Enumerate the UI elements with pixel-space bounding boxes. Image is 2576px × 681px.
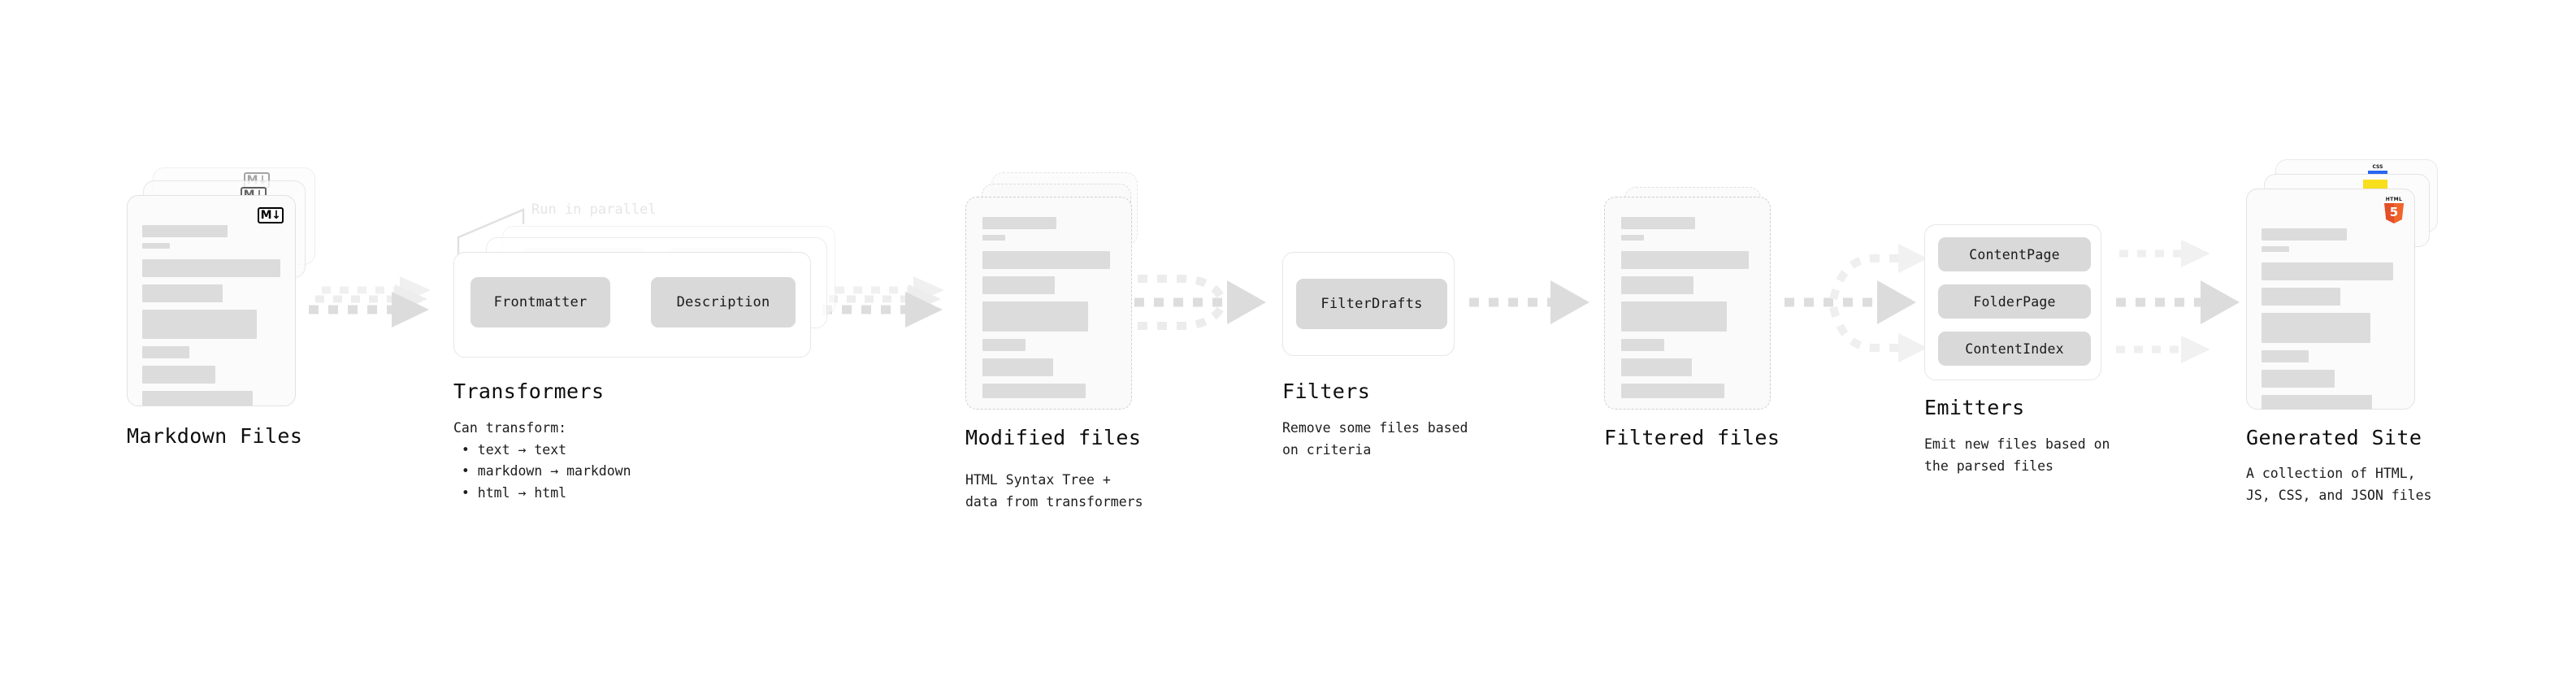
stage-desc-generated-site: A collection of HTML, JS, CSS, and JSON … — [2246, 466, 2432, 503]
transformer-box-front: Frontmatter Description — [453, 252, 811, 358]
stage-title-generated-site: Generated Site — [2246, 426, 2422, 449]
html5-icon-shield: 5 — [2384, 203, 2404, 223]
transformer-chip-description[interactable]: Description — [651, 277, 796, 327]
connector-filtered-to-emitters — [1785, 244, 1928, 362]
connector-transformers-to-modified — [822, 276, 944, 327]
css-icon: CSS — [2367, 165, 2388, 176]
emitter-chip-contentpage[interactable]: ContentPage — [1938, 237, 2091, 271]
stage-desc-transformers: Can transform: • text → text • markdown … — [453, 420, 631, 501]
html5-icon-label: HTML — [2385, 197, 2403, 202]
css-icon-bar — [2368, 171, 2387, 174]
stage-title-transformers: Transformers — [453, 380, 605, 403]
connector-filters-to-filtered — [1469, 280, 1589, 324]
filters-box: FilterDrafts — [1282, 252, 1455, 356]
stage-title-modified-files: Modified files — [965, 426, 1142, 449]
stage-desc-filters: Remove some files based on criteria — [1282, 420, 1468, 458]
modified-file-card-front — [965, 197, 1132, 410]
filtered-file-card-front — [1604, 197, 1771, 410]
css-icon-label: CSS — [2372, 164, 2383, 170]
html5-icon: HTML 5 — [2383, 197, 2405, 223]
html5-icon-number: 5 — [2389, 204, 2399, 219]
markdown-icon: M↓ — [258, 207, 284, 223]
file-placeholder-lines — [982, 217, 1117, 398]
parallel-bracket — [457, 208, 525, 255]
file-placeholder-lines — [1621, 217, 1755, 398]
connector-modified-to-filters — [1134, 275, 1266, 330]
run-in-parallel-label: Run in parallel — [531, 202, 657, 218]
transformer-chip-frontmatter[interactable]: Frontmatter — [471, 277, 610, 327]
file-placeholder-lines — [142, 225, 280, 406]
stage-title-emitters: Emitters — [1924, 396, 2025, 419]
stage-desc-emitters: Emit new files based on the parsed files — [1924, 436, 2110, 474]
markdown-file-card-front: M↓ — [127, 195, 296, 406]
stage-title-filtered-files: Filtered files — [1604, 426, 1780, 449]
file-placeholder-lines — [2262, 228, 2400, 410]
connector-markdown-to-transformers — [309, 276, 431, 327]
emitters-box: ContentPage FolderPage ContentIndex — [1924, 224, 2101, 380]
filter-chip-filterdrafts[interactable]: FilterDrafts — [1296, 279, 1447, 329]
emitter-chip-folderpage[interactable]: FolderPage — [1938, 284, 2091, 319]
connector-emitters-to-site — [2116, 240, 2240, 363]
stage-desc-modified-files: HTML Syntax Tree + data from transformer… — [965, 472, 1143, 510]
emitter-chip-contentindex[interactable]: ContentIndex — [1938, 332, 2091, 366]
site-file-card-html: HTML 5 — [2246, 189, 2415, 410]
stage-title-markdown-files: Markdown Files — [127, 424, 303, 448]
stage-title-filters: Filters — [1282, 380, 1371, 403]
